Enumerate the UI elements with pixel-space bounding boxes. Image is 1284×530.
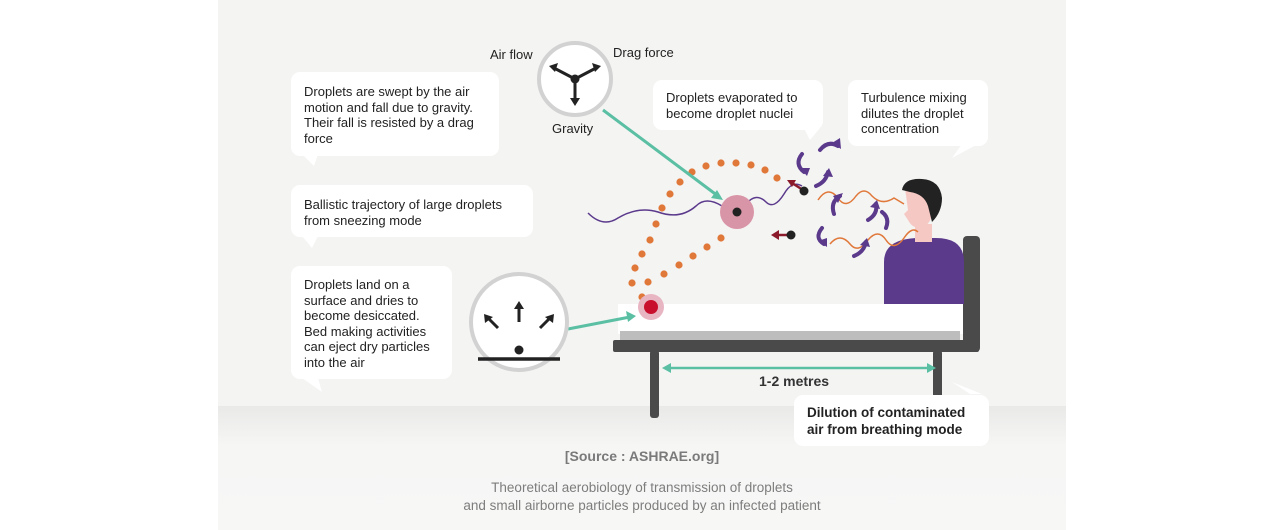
trajectory-dot: [675, 261, 683, 269]
turbulence-arrowhead: [818, 238, 827, 247]
distance-arrow-right: [927, 363, 936, 373]
turbulence-arrowhead: [870, 200, 880, 209]
mattress: [618, 304, 964, 334]
trajectory-dot: [646, 236, 654, 244]
callout-turbulence: Turbulence mixing dilutes the droplet co…: [848, 80, 988, 146]
callout-turbulence-text: Turbulence mixing dilutes the droplet co…: [861, 90, 967, 136]
patient-hair: [902, 178, 942, 222]
callout-dilution: Dilution of contaminated air from breath…: [794, 395, 989, 446]
bed-leg-left: [650, 350, 659, 418]
trajectory-dot: [717, 159, 725, 167]
eject-vector-left: [486, 316, 500, 330]
trajectory-dot: [761, 166, 769, 174]
diagram-panel: Air flow Drag force Gravity 1-2 metres D…: [218, 0, 1066, 530]
turbulence-arrowheads: [800, 138, 880, 247]
caption-line-1: Theoretical aerobiology of transmission …: [491, 480, 793, 495]
callout-land: Droplets land on a surface and dries to …: [291, 266, 452, 379]
trajectory-dot: [631, 264, 639, 272]
trajectory-dot: [628, 279, 636, 287]
large-droplet-core: [732, 207, 742, 217]
trajectory-dot: [747, 161, 755, 169]
trajectory-dot: [732, 159, 740, 167]
bubble-tail: [302, 236, 318, 248]
distance-arrow-left: [662, 363, 671, 373]
bubble-tail: [952, 382, 982, 394]
gravity-label: Gravity: [552, 121, 594, 136]
turbulence-arrowhead: [800, 168, 810, 176]
air-flow-path: [587, 183, 803, 223]
droplet-nucleus: [786, 230, 796, 240]
eject-vector-right-head: [545, 314, 554, 323]
source-label: [Source : ASHRAE.org]: [564, 448, 720, 464]
patient-body: [884, 238, 964, 304]
trajectory-dot: [652, 220, 660, 228]
callout-dilution-text: Dilution of contaminated air from breath…: [807, 405, 966, 437]
surface-particle: [514, 345, 524, 355]
trajectory-dot: [773, 174, 781, 182]
callout-ballistic-text: Ballistic trajectory of large droplets f…: [304, 197, 502, 228]
turbulence-arrow: [880, 210, 890, 230]
trajectory-dot: [638, 250, 646, 258]
trajectory-dot: [644, 278, 652, 286]
force-connector: [602, 108, 719, 198]
bubble-tail: [952, 144, 978, 158]
air-flow-label: Air flow: [490, 47, 533, 62]
landed-droplet: [644, 300, 658, 314]
drag-force-label: Drag force: [613, 45, 674, 60]
drag-force-vector-head: [592, 63, 601, 72]
droplet-nucleus: [799, 186, 809, 196]
bubble-tail: [302, 378, 322, 392]
nucleus-arrowhead: [787, 180, 796, 187]
force-diagram: [537, 41, 613, 117]
bubble-tail: [302, 154, 318, 166]
eject-vector-up-head: [514, 301, 524, 309]
aerobiology-diagram: [302, 41, 982, 418]
trajectory-dot: [703, 243, 711, 251]
patient-neck: [915, 224, 932, 242]
breath-stream-lower: [829, 229, 919, 249]
trajectory-dot: [658, 204, 666, 212]
turbulence-arrowhead: [832, 138, 841, 149]
caption-line-2: and small airborne particles produced by…: [463, 498, 821, 513]
trajectory-dot: [702, 162, 710, 170]
headboard: [963, 236, 980, 352]
callout-ballistic: Ballistic trajectory of large droplets f…: [291, 185, 533, 237]
turbulence-arrowhead: [833, 193, 843, 203]
breath-stream-upper: [817, 190, 905, 205]
trajectory-dot: [666, 190, 674, 198]
surface-diagram: [469, 272, 569, 372]
force-connector-head: [711, 190, 723, 200]
callout-swept: Droplets are swept by the air motion and…: [291, 72, 499, 156]
surface-connector: [567, 315, 631, 331]
distance-marker: [662, 363, 936, 373]
eject-vector-left-head: [484, 314, 493, 323]
callout-land-text: Droplets land on a surface and dries to …: [304, 277, 430, 370]
trajectory-dot: [660, 270, 668, 278]
figure-caption: Theoretical aerobiology of transmission …: [218, 479, 1066, 515]
trajectory-dot: [689, 252, 697, 260]
force-center: [570, 74, 580, 84]
turbulence-arrowhead: [823, 168, 833, 177]
callout-evaporated: Droplets evaporated to become droplet nu…: [653, 80, 823, 130]
surface-connector-head: [626, 311, 636, 322]
nucleus-arrowhead: [771, 230, 779, 240]
distance-label: 1-2 metres: [759, 373, 830, 389]
turbulence-arrowhead: [860, 238, 870, 247]
patient-figure: [884, 178, 964, 304]
callout-evaporated-text: Droplets evaporated to become droplet nu…: [666, 90, 798, 121]
droplet-trajectory: [628, 159, 781, 312]
bubble-tail: [804, 128, 820, 140]
gravity-vector-head: [570, 98, 580, 106]
eject-vector-right: [538, 316, 552, 330]
bed-frame: [613, 340, 979, 352]
callout-swept-text: Droplets are swept by the air motion and…: [304, 84, 474, 146]
air-flow-vector-head: [549, 63, 558, 72]
droplet-nuclei: [771, 180, 809, 240]
bubble-tails: [302, 128, 982, 394]
mattress-shadow: [620, 331, 960, 341]
trajectory-dot: [676, 178, 684, 186]
trajectory-dot: [717, 234, 725, 242]
